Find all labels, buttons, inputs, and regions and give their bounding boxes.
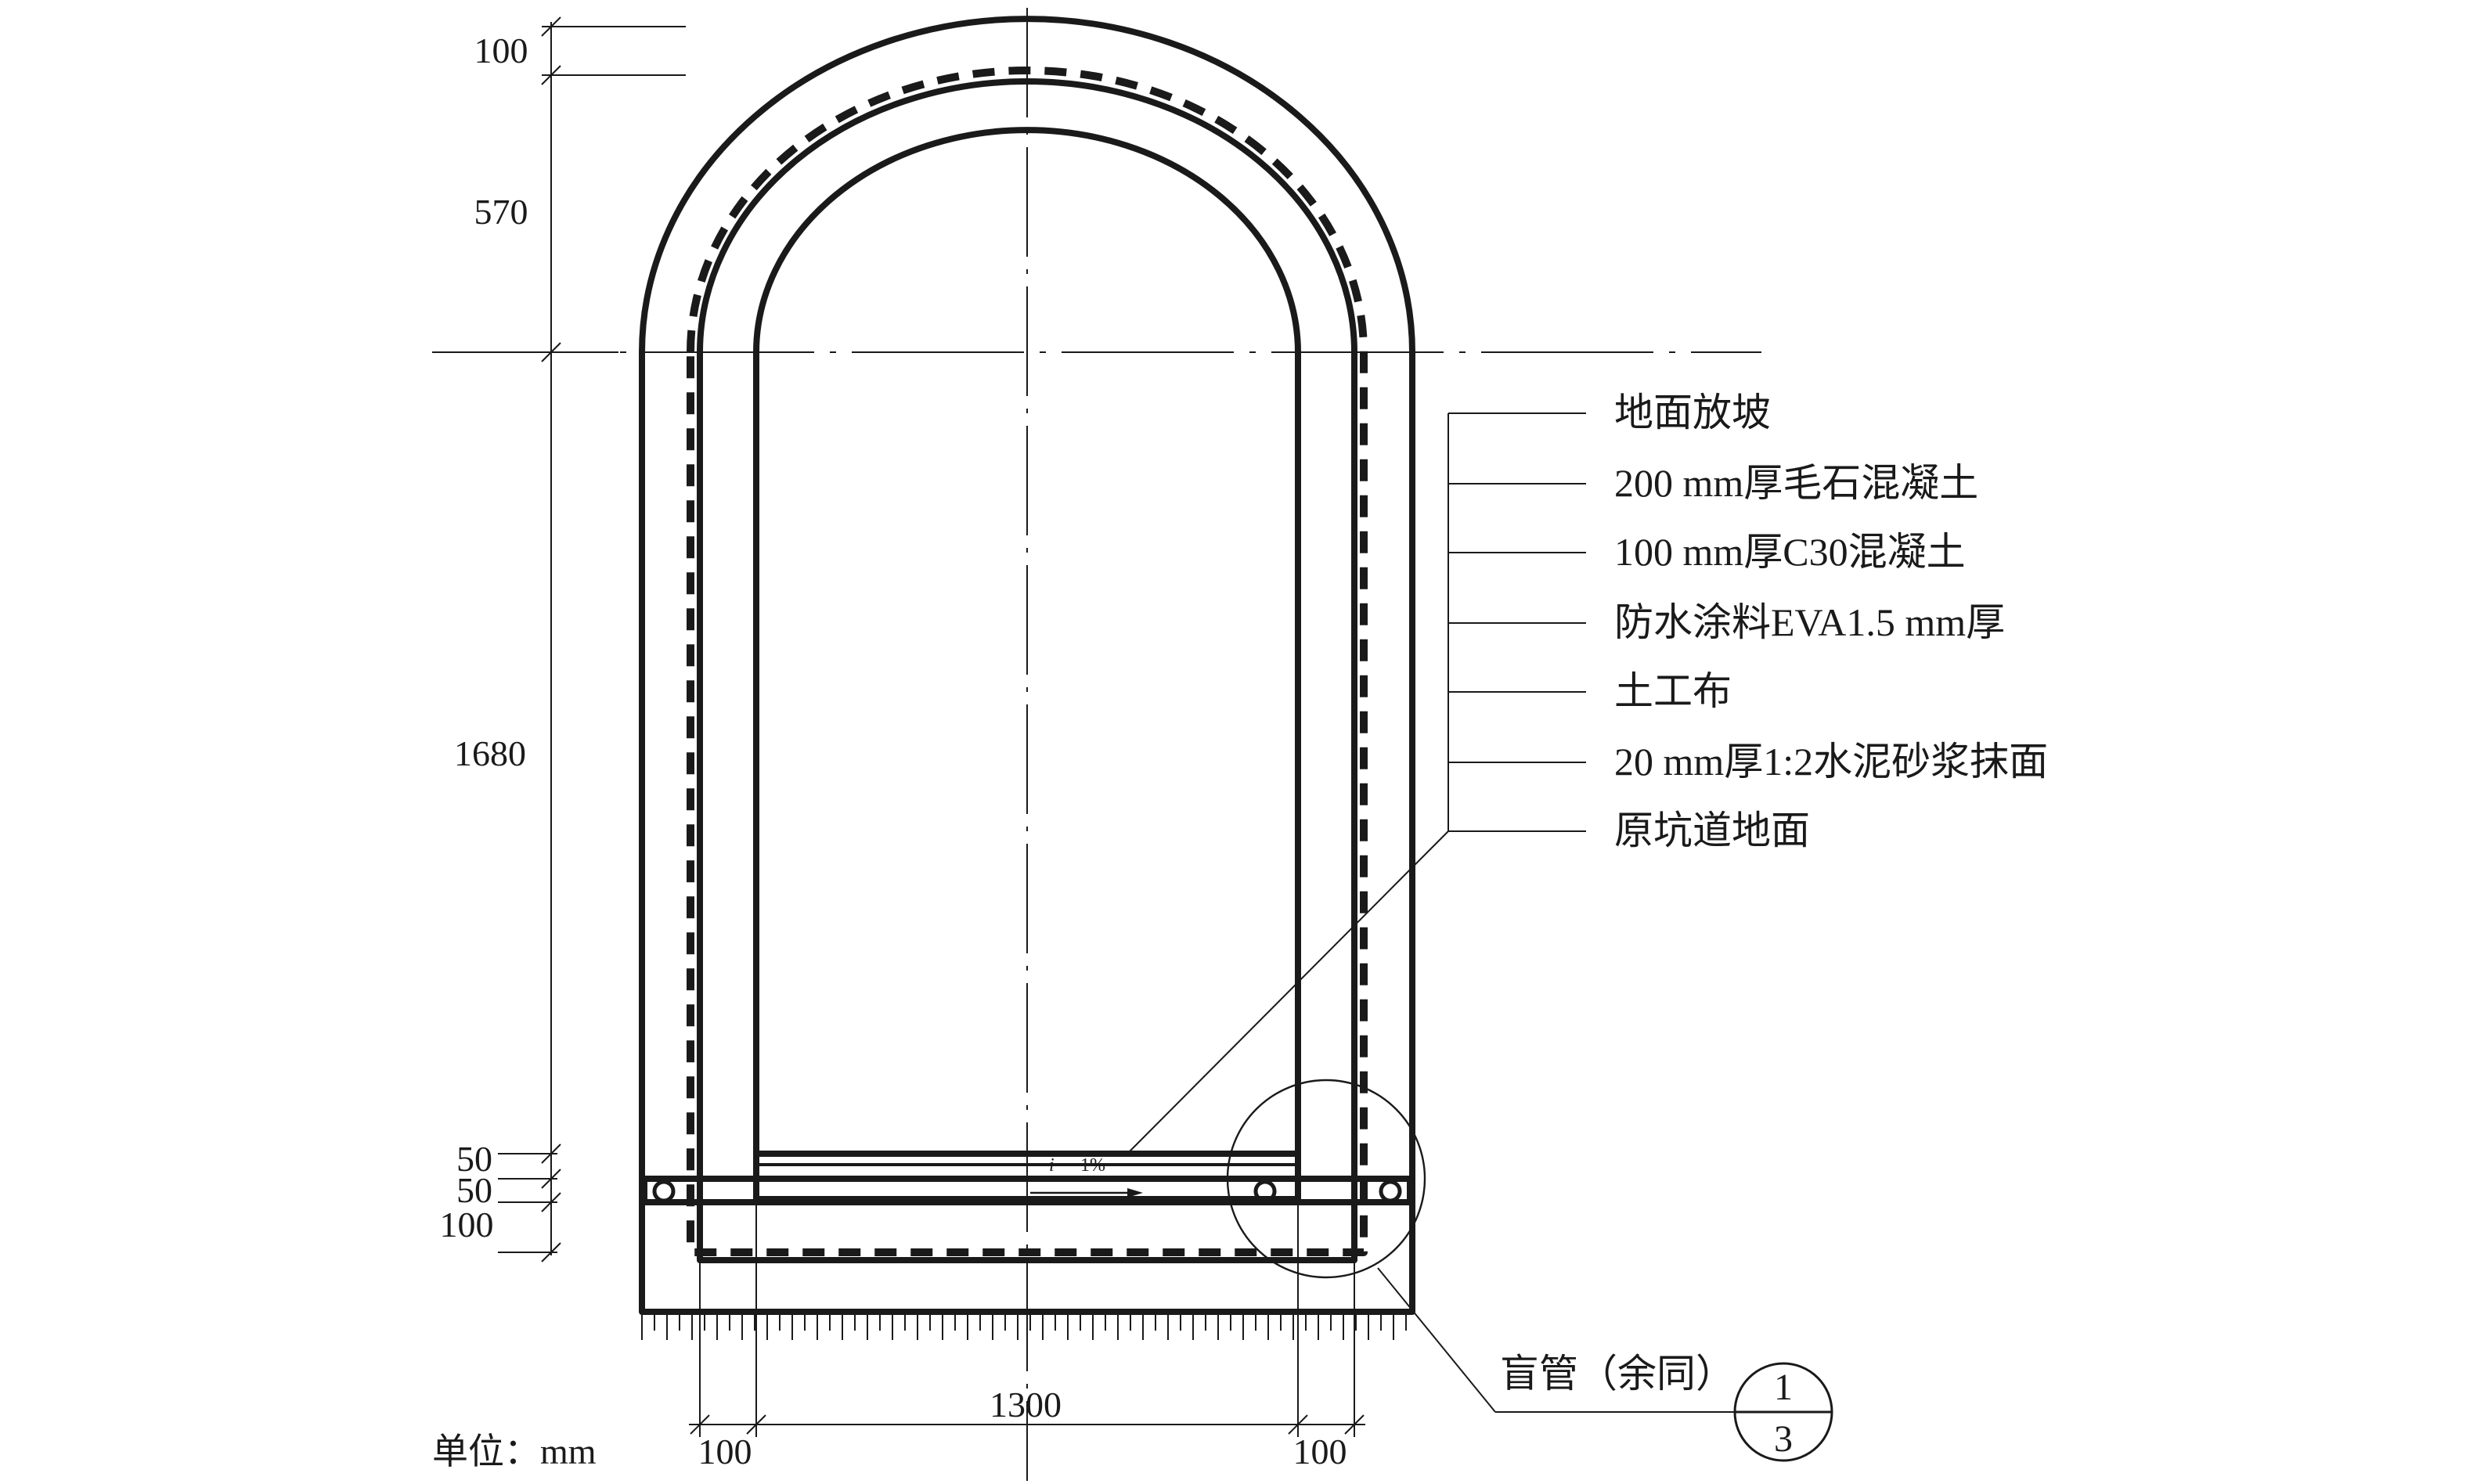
layer-label-5: 20 mm厚1:2水泥砂浆抹面 bbox=[1614, 740, 2048, 783]
blind-pipe-center bbox=[1253, 1180, 1277, 1203]
detail-circle bbox=[1226, 1079, 1426, 1279]
center-lines bbox=[432, 8, 1761, 1481]
tunnel-lining bbox=[639, 16, 1415, 1315]
dim-bottom-100-left: 100 bbox=[698, 1432, 752, 1471]
slope-label: 1% bbox=[1080, 1155, 1105, 1176]
layer-leaders bbox=[1127, 412, 1586, 1154]
detail-callout-label: 盲管（余同） bbox=[1500, 1352, 1735, 1396]
slope-prefix: i bbox=[1049, 1155, 1055, 1176]
bottom-dimension-chain bbox=[689, 1199, 1365, 1437]
dim-left-100-bottom: 100 bbox=[440, 1205, 494, 1244]
waterproof-membrane bbox=[687, 67, 1368, 1256]
layer-labels: 地面放坡 200 mm厚毛石混凝土 100 mm厚C30混凝土 防水涂料EVA1… bbox=[1614, 391, 2048, 852]
layer-label-2: 100 mm厚C30混凝土 bbox=[1614, 530, 1966, 574]
floor-layers bbox=[643, 1151, 1411, 1205]
layer-label-0: 地面放坡 bbox=[1614, 391, 1771, 434]
blind-pipe-left bbox=[652, 1180, 676, 1203]
dim-left-1680: 1680 bbox=[454, 733, 526, 773]
unit-label: 单位：mm bbox=[432, 1432, 597, 1471]
layer-label-1: 200 mm厚毛石混凝土 bbox=[1614, 461, 1978, 505]
layer-label-4: 土工布 bbox=[1614, 669, 1732, 713]
detail-index-numerator: 1 bbox=[1774, 1367, 1793, 1408]
layer-label-3: 防水涂料EVA1.5 mm厚 bbox=[1614, 600, 2005, 644]
left-dimension-chain bbox=[498, 16, 686, 1262]
blind-pipe-right bbox=[1379, 1180, 1402, 1203]
dim-bottom-1300: 1300 bbox=[990, 1385, 1062, 1425]
detail-index-denominator: 3 bbox=[1774, 1418, 1793, 1460]
detail-callout-leader bbox=[1377, 1267, 1738, 1413]
slope-arrow-head bbox=[1127, 1188, 1143, 1198]
dim-bottom-100-right: 100 bbox=[1293, 1432, 1347, 1471]
opening-outline bbox=[753, 127, 1301, 1202]
dim-left-50-a: 50 bbox=[456, 1139, 492, 1179]
inner-c30-lining bbox=[697, 78, 1357, 1263]
ground-hatch bbox=[641, 1315, 1407, 1340]
dim-left-50-b: 50 bbox=[456, 1170, 492, 1210]
dim-left-570: 570 bbox=[474, 192, 528, 232]
outer-lining-outline bbox=[639, 16, 1415, 1315]
dim-left-100-top: 100 bbox=[474, 31, 528, 70]
leader-diagonal bbox=[1127, 830, 1449, 1154]
layer-label-6: 原坑道地面 bbox=[1614, 809, 1810, 852]
